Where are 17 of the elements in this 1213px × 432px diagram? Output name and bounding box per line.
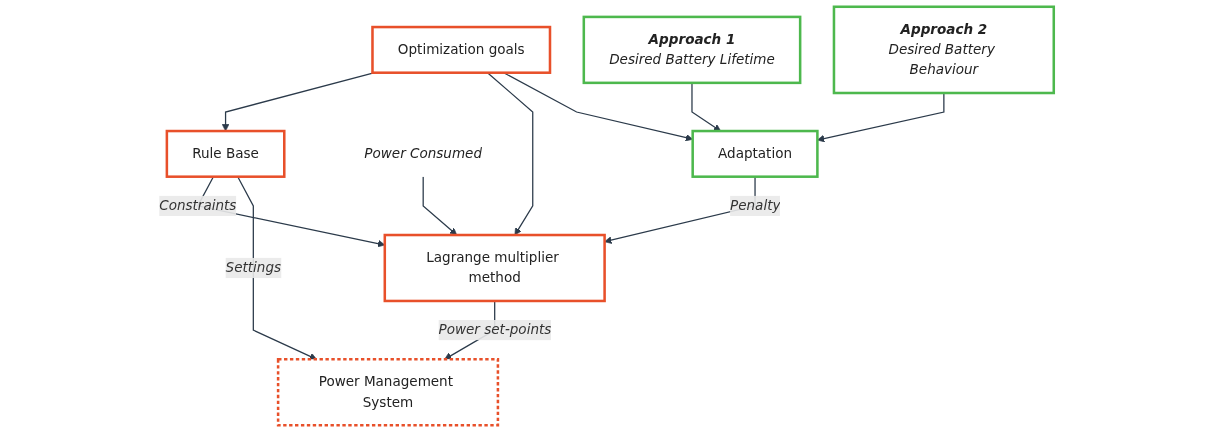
arrow [237, 176, 317, 360]
node-box: Power Management System [276, 358, 500, 427]
edge-label: Penalty [730, 197, 781, 214]
arrow [486, 72, 534, 236]
node-text: Power Consumed [364, 145, 483, 162]
node-box: Rule Base [165, 129, 286, 178]
node-box: Approach 2 Desired Battery Behaviour [832, 5, 1056, 95]
edge-label: Constraints [159, 197, 237, 214]
arrow [817, 92, 945, 143]
node-box: Optimization goals [371, 25, 552, 74]
node-box: Adaptation [691, 129, 819, 178]
arrow [422, 176, 458, 236]
edge-label: Settings [225, 259, 282, 276]
arrow [691, 82, 721, 132]
edge-label: Power set-points [438, 321, 552, 338]
node-box: Lagrange multiplier method [383, 233, 606, 303]
node-box: Approach 1 Desired Battery Lifetime [582, 15, 802, 85]
